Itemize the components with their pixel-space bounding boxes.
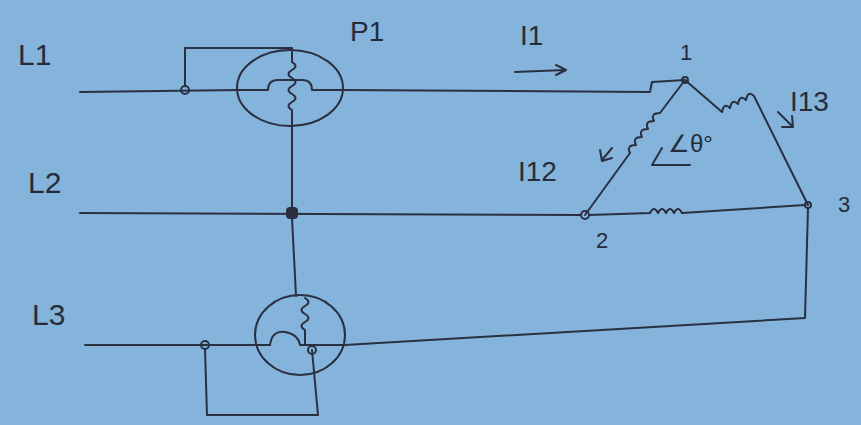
wattmeter-symbol [255, 295, 345, 375]
wattmeter-symbol [237, 50, 343, 126]
current-label: I12 [518, 158, 557, 186]
current-label: I1 [520, 22, 543, 50]
node-number: 3 [838, 194, 850, 216]
line-label: L1 [18, 40, 51, 70]
wire [205, 349, 318, 415]
angle-label: ∠θ° [668, 132, 713, 156]
current-arrow [600, 148, 612, 161]
voltage-coil [289, 62, 296, 126]
meter-label: P1 [350, 18, 384, 46]
wire [85, 344, 255, 346]
node-number: 2 [596, 230, 608, 252]
junction-dot [181, 86, 189, 94]
current-label: I13 [790, 88, 829, 116]
current-arrow [515, 65, 566, 75]
wire [80, 213, 581, 215]
voltage-coil [302, 298, 309, 345]
wire [185, 48, 292, 86]
junction-dot [308, 346, 316, 354]
wire [345, 208, 808, 345]
current-coil [255, 332, 345, 345]
wire [340, 80, 685, 92]
line-label: L2 [28, 168, 61, 198]
node-number: 1 [680, 42, 692, 64]
wire [291, 126, 293, 210]
load-coil [589, 205, 805, 215]
line-label: L3 [32, 300, 65, 330]
wire [80, 90, 240, 92]
wire [292, 218, 296, 296]
junction-dot [287, 208, 297, 218]
